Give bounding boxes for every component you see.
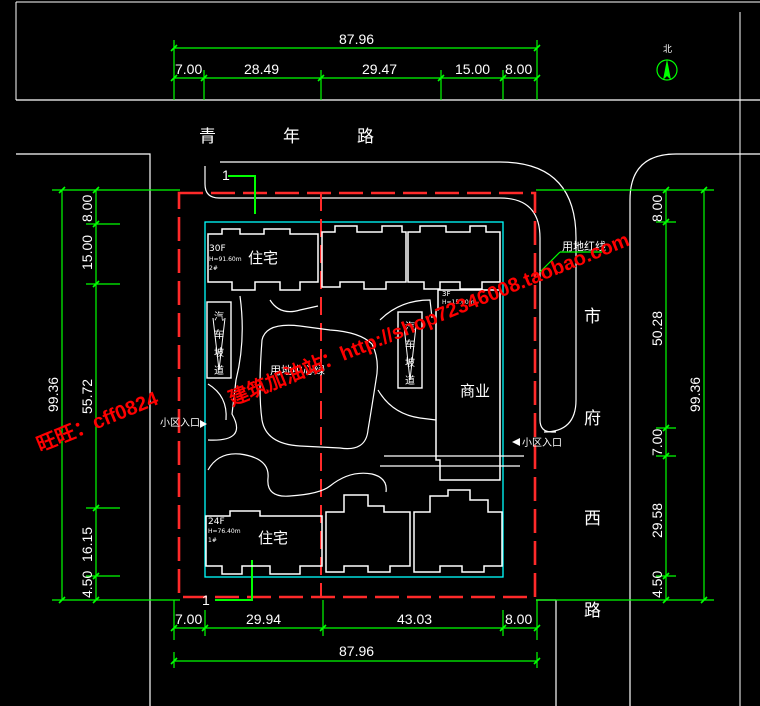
dim-left-total: 99.36 [45,377,61,412]
parking-ramp-left [206,301,232,379]
dim-right-seg: 29.58 [649,503,665,538]
dim-right-seg: 50.28 [649,311,665,346]
north-arrow: 北 [656,44,678,81]
residential-building-bottom [205,489,503,575]
building-height: H=76.40m [208,528,241,535]
building-floors: 3F [442,290,450,298]
road-name-east-char: 路 [584,601,601,621]
north-label: 北 [663,44,672,55]
dim-bottom-seg: 7.00 [175,611,202,627]
parking-ramp-right [397,311,423,389]
entrance-arrow-west [200,420,207,428]
road-name-north-char: 青 [199,127,216,147]
parking-char: 汽 [214,310,224,323]
section-mark-label: 1 [222,167,230,183]
road-name-east-char: 西 [584,509,601,529]
entrance-arrow-east [512,438,520,446]
dim-top-total: 87.96 [339,31,374,47]
building-floors: 30F [209,244,226,254]
dim-top-seg: 8.00 [505,61,532,77]
section-marker-top: 1 [222,167,256,214]
redline-label: 用地红线 [562,239,606,253]
parking-char: 道 [405,374,415,387]
building-floors: 24F [208,517,225,527]
watermark-middle: 建筑加油站：http://shop72346008.taobao.com [225,227,633,410]
parking-char: 汽 [405,320,415,333]
dim-left-seg: 15.00 [79,235,95,270]
site-redline [177,191,537,599]
residential-label-bottom: 住宅 [258,529,288,547]
dim-bottom-seg: 8.00 [505,611,532,627]
dimension-ticks [58,44,708,665]
building-number: 1# [208,537,217,544]
road-name-north-char: 年 [283,127,300,147]
dim-left-seg: 55.72 [79,379,95,414]
dim-right-seg: 7.00 [649,429,665,456]
entrance-west-label: 小区入口 [160,417,200,429]
landscape-paths [207,295,524,497]
dim-right-total: 99.36 [687,377,703,412]
section-mark-label: 1 [202,592,210,608]
parking-char: 道 [214,364,224,377]
parking-char: 车 [405,338,415,351]
parking-char: 坡 [405,356,415,369]
section-marker-bottom: 1 [202,560,253,608]
viewport-frame [15,1,760,706]
road-name-north-char: 路 [357,127,374,147]
dim-right-seg: 8.00 [649,195,665,222]
building-height: H=91.60m [209,256,242,263]
central-area-label: 用地中心绿 [270,363,325,377]
dim-bottom-total: 87.96 [339,643,374,659]
dim-left-seg: 8.00 [79,195,95,222]
dim-bottom-seg: 43.03 [397,611,432,627]
buildable-boundary [204,221,504,578]
road-name-east-char: 府 [584,409,601,429]
dim-left-seg: 4.50 [79,571,95,598]
building-number: 2# [209,265,218,272]
dim-right-seg: 4.50 [649,571,665,598]
dimension-lines [52,40,714,668]
redline-leader [539,251,561,273]
dim-top-seg: 29.47 [362,61,397,77]
dim-top-seg: 15.00 [455,61,490,77]
commercial-label: 商业 [460,382,490,400]
commercial-building [435,289,501,481]
entrance-east-label: 小区入口 [522,437,562,449]
dim-bottom-seg: 29.94 [246,611,281,627]
dim-top-seg: 7.00 [175,61,202,77]
parking-char: 坡 [214,346,224,359]
parking-char: 车 [214,328,224,341]
building-height: H=15.60m [442,299,475,306]
dim-top-seg: 28.49 [244,61,279,77]
dim-left-seg: 16.15 [79,527,95,562]
road-name-east-char: 市 [584,307,601,327]
residential-building-top [207,225,501,291]
residential-label-top: 住宅 [248,249,278,267]
